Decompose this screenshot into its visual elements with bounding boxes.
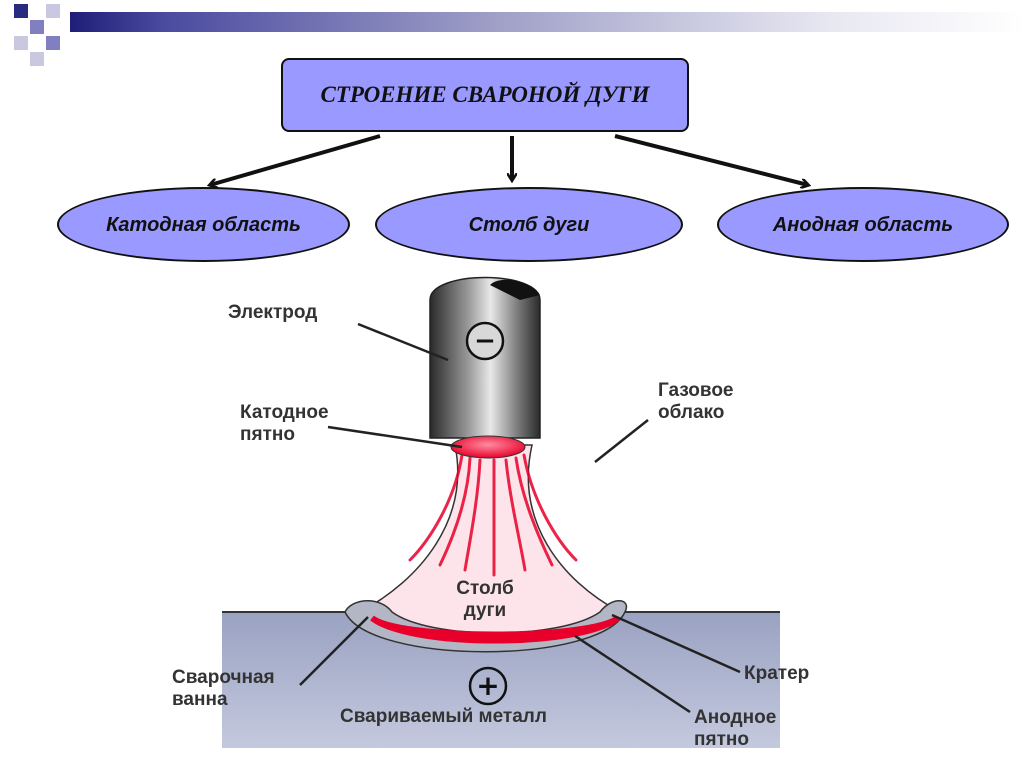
arrow-to-anode [614, 134, 808, 185]
leader-gas-cloud [594, 419, 649, 463]
leader-crater [611, 613, 741, 674]
arrow-to-cathode [210, 134, 381, 185]
slide-header-bar [70, 12, 1024, 32]
diagram-title: СТРОЕНИЕ СВАРОНОЙ ДУГИ [281, 58, 689, 132]
label-electrode: Электрод [228, 302, 318, 323]
leader-cathode-spot [327, 425, 463, 449]
leader-weld-pool [299, 616, 369, 686]
branch-arc-column: Столб дуги [375, 187, 683, 262]
negative-sign-icon [465, 321, 505, 361]
leader-anode-spot [574, 634, 691, 714]
label-weld-pool: Сварочная ванна [172, 667, 275, 710]
base-metal [222, 612, 780, 748]
negative-sign-glyph: − [474, 326, 496, 356]
label-crater: Кратер [744, 663, 810, 684]
label-arc-column: Столб дуги [456, 578, 514, 621]
positive-sign-glyph: + [476, 669, 499, 702]
branch-cathode-region: Катодная область [57, 187, 350, 262]
arc-rays [408, 453, 578, 577]
leader-electrode [357, 322, 449, 362]
cathode-spot [450, 435, 526, 459]
label-cathode-spot: Катодное пятно [240, 402, 329, 445]
electrode-cut [490, 279, 540, 300]
positive-sign-icon [468, 666, 508, 706]
label-anode-spot: Анодное пятно [694, 707, 777, 750]
label-gas-cloud: Газовое облако [658, 380, 734, 423]
slide-corner-decoration [14, 4, 60, 66]
branch-anode-region: Анодная область [717, 187, 1009, 262]
label-base-metal: Свариваемый металл [340, 706, 547, 727]
